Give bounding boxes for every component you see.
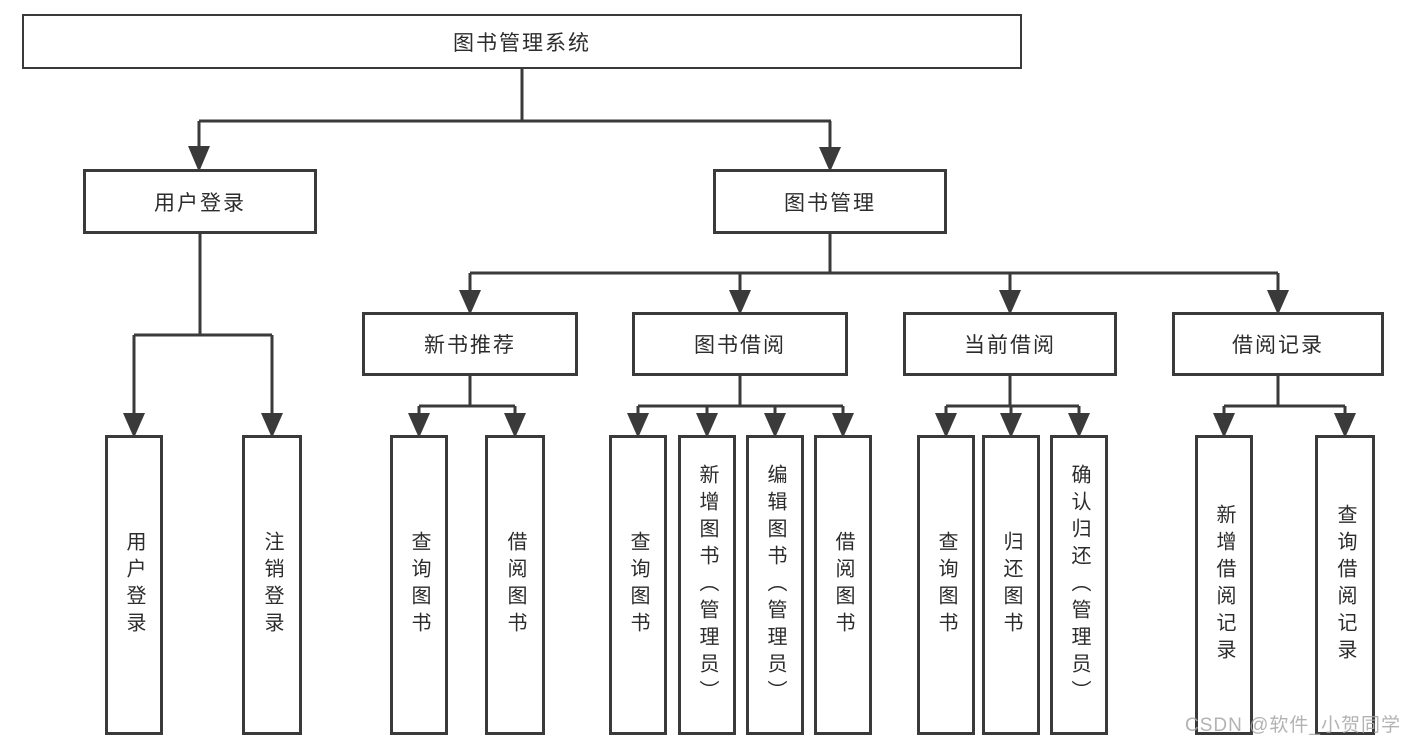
leaf-borrow-query-books-label: 查询图书: [627, 531, 649, 639]
node-current-borrowing: 当前借阅: [903, 312, 1117, 376]
leaf-newbooks-borrow-books-label: 借阅图书: [504, 531, 526, 639]
leaf-borrow-borrow-books: 借阅图书: [814, 435, 872, 735]
csdn-watermark: CSDN @软件_小贺同学: [1185, 715, 1401, 736]
node-user-login: 用户登录: [83, 169, 317, 234]
leaf-records-add-record: 新增借阅记录: [1195, 435, 1253, 735]
leaf-user-login-label: 用户登录: [123, 531, 145, 639]
leaf-borrow-edit-books-admin: 编辑图书（管理员）: [746, 435, 804, 735]
leaf-current-query-books-label: 查询图书: [935, 531, 957, 639]
leaf-newbooks-query-books-label: 查询图书: [408, 531, 430, 639]
leaf-borrow-add-books-admin-label: 新增图书（管理员）: [696, 463, 718, 707]
leaf-records-query-record-label: 查询借阅记录: [1334, 504, 1356, 666]
leaf-logout: 注销登录: [242, 435, 302, 735]
leaf-borrow-borrow-books-label: 借阅图书: [832, 531, 854, 639]
node-book-borrowing: 图书借阅: [632, 312, 848, 376]
leaf-records-add-record-label: 新增借阅记录: [1213, 504, 1235, 666]
leaf-records-query-record: 查询借阅记录: [1315, 435, 1375, 735]
leaf-newbooks-query-books: 查询图书: [390, 435, 448, 735]
leaf-newbooks-borrow-books: 借阅图书: [485, 435, 545, 735]
node-book-management: 图书管理: [713, 169, 947, 234]
leaf-borrow-add-books-admin: 新增图书（管理员）: [678, 435, 736, 735]
leaf-current-query-books: 查询图书: [917, 435, 975, 735]
leaf-logout-label: 注销登录: [261, 531, 283, 639]
leaf-user-login: 用户登录: [105, 435, 163, 735]
leaf-borrow-query-books: 查询图书: [609, 435, 667, 735]
leaf-current-confirm-return-admin-label: 确认归还（管理员）: [1068, 463, 1090, 707]
leaf-current-confirm-return-admin: 确认归还（管理员）: [1050, 435, 1108, 735]
node-root: 图书管理系统: [22, 14, 1022, 69]
node-borrowing-records: 借阅记录: [1172, 312, 1384, 376]
leaf-current-return-books: 归还图书: [982, 435, 1040, 735]
node-new-book-recommend: 新书推荐: [362, 312, 578, 376]
leaf-borrow-edit-books-admin-label: 编辑图书（管理员）: [764, 463, 786, 707]
leaf-current-return-books-label: 归还图书: [1000, 531, 1022, 639]
